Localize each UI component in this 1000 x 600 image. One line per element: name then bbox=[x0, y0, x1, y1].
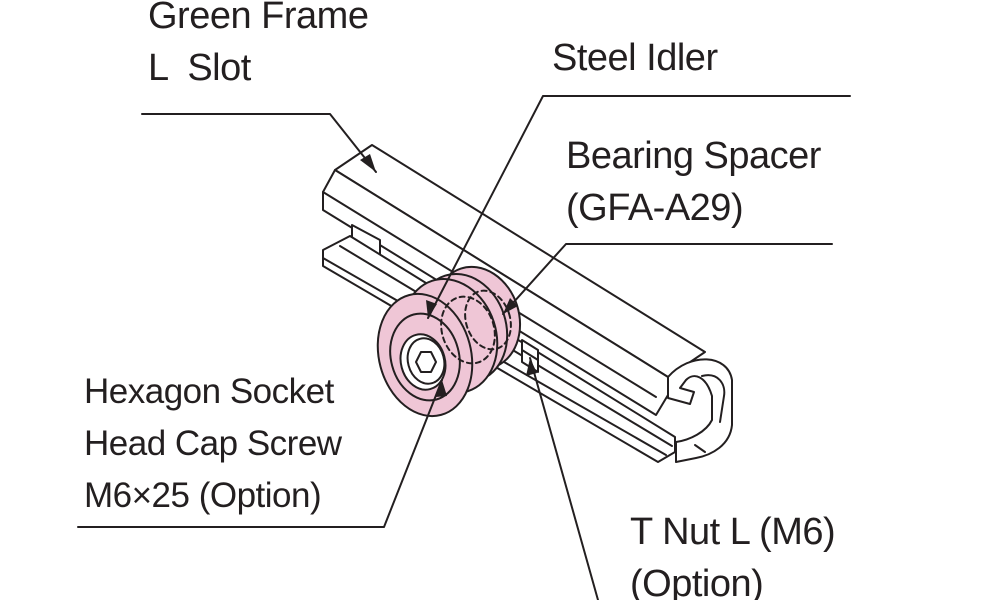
t-nut-edge bbox=[521, 349, 539, 361]
label-steel-idler: Steel Idler bbox=[552, 32, 718, 84]
arrowheads bbox=[360, 154, 537, 397]
label-cap-screw-line2: Head Cap Screw bbox=[84, 424, 342, 463]
bearing-spacer-hidden bbox=[440, 295, 496, 365]
hex-socket bbox=[415, 351, 437, 373]
leader-screw bbox=[77, 379, 443, 528]
t-nut bbox=[521, 339, 539, 373]
leader-steel-idler bbox=[427, 95, 851, 319]
arrow-bearing-spacer bbox=[503, 298, 518, 314]
rail-end-notch bbox=[694, 444, 706, 453]
leader-lines bbox=[77, 95, 851, 600]
label-steel-idler-line1: Steel Idler bbox=[552, 37, 718, 79]
leader-green-frame bbox=[141, 113, 377, 173]
rail-end-profile bbox=[667, 358, 733, 463]
label-green-frame: Green Frame L Slot bbox=[148, 0, 369, 94]
arrow-steel-idler bbox=[426, 300, 437, 318]
arrow-t-nut bbox=[526, 358, 537, 376]
arrow-green-frame bbox=[360, 154, 376, 172]
label-t-nut: T Nut L (M6) (Option) bbox=[630, 506, 836, 600]
label-bearing-spacer: Bearing Spacer (GFA-A29) bbox=[566, 130, 821, 234]
label-cap-screw: Hexagon Socket Head Cap Screw M6×25 (Opt… bbox=[84, 366, 342, 522]
leader-t-nut bbox=[529, 357, 599, 600]
label-bearing-spacer-line2: (GFA-A29) bbox=[566, 187, 744, 229]
label-t-nut-line1: T Nut L (M6) bbox=[630, 511, 836, 553]
arrow-screw bbox=[436, 380, 447, 397]
screw-head-rim bbox=[406, 337, 446, 385]
label-cap-screw-line1: Hexagon Socket bbox=[84, 372, 334, 411]
bearing-spacer-hidden-2 bbox=[464, 289, 512, 351]
rail-end-inner bbox=[701, 374, 726, 423]
label-t-nut-line2: (Option) bbox=[630, 563, 764, 600]
label-green-frame-line1: Green Frame bbox=[148, 0, 369, 37]
cap-screw bbox=[399, 333, 447, 391]
label-green-frame-line2: L Slot bbox=[148, 47, 251, 89]
leader-bearing-spacer bbox=[502, 243, 833, 315]
label-bearing-spacer-line1: Bearing Spacer bbox=[566, 135, 821, 177]
label-cap-screw-line3: M6×25 (Option) bbox=[84, 476, 322, 515]
